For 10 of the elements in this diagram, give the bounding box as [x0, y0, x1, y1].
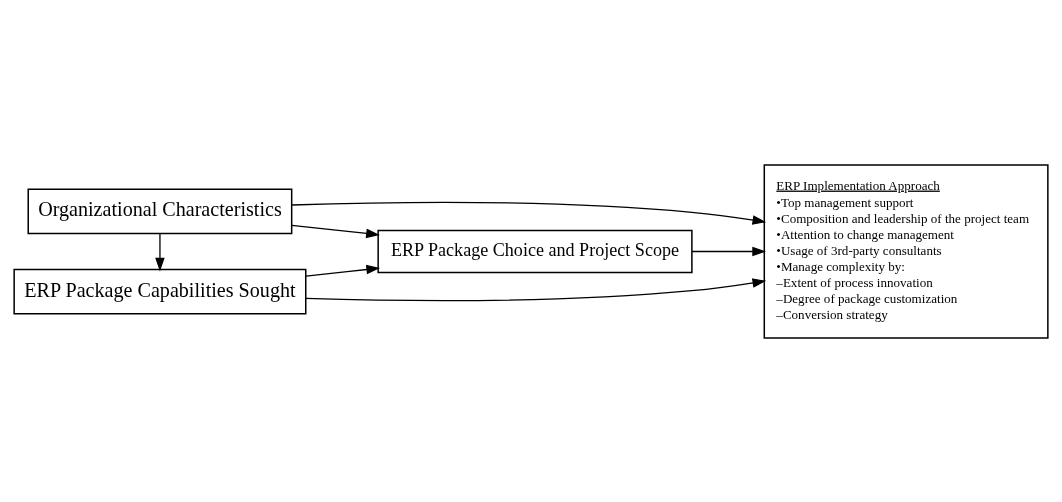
- node-box: ERP Package Choice and Project Scope: [377, 229, 693, 273]
- arrow: [291, 201, 767, 225]
- arrow: [305, 277, 767, 301]
- arrow: [305, 264, 381, 277]
- arrow: [155, 232, 165, 271]
- node-box: ERP Package Capabilities Sought: [13, 268, 307, 315]
- arrow: [291, 224, 380, 238]
- node-box: ERP Implementation Approach •Top management support •Composition and leadership of the project team •Attention to change management •Usage of 3rd-party consultants •Manage complexity by: –Extent of process innovation –Degree of package customization –Conversion strategy: [763, 163, 1049, 339]
- node-box: Organizational Characteristics: [27, 187, 293, 234]
- arrow: [691, 246, 766, 256]
